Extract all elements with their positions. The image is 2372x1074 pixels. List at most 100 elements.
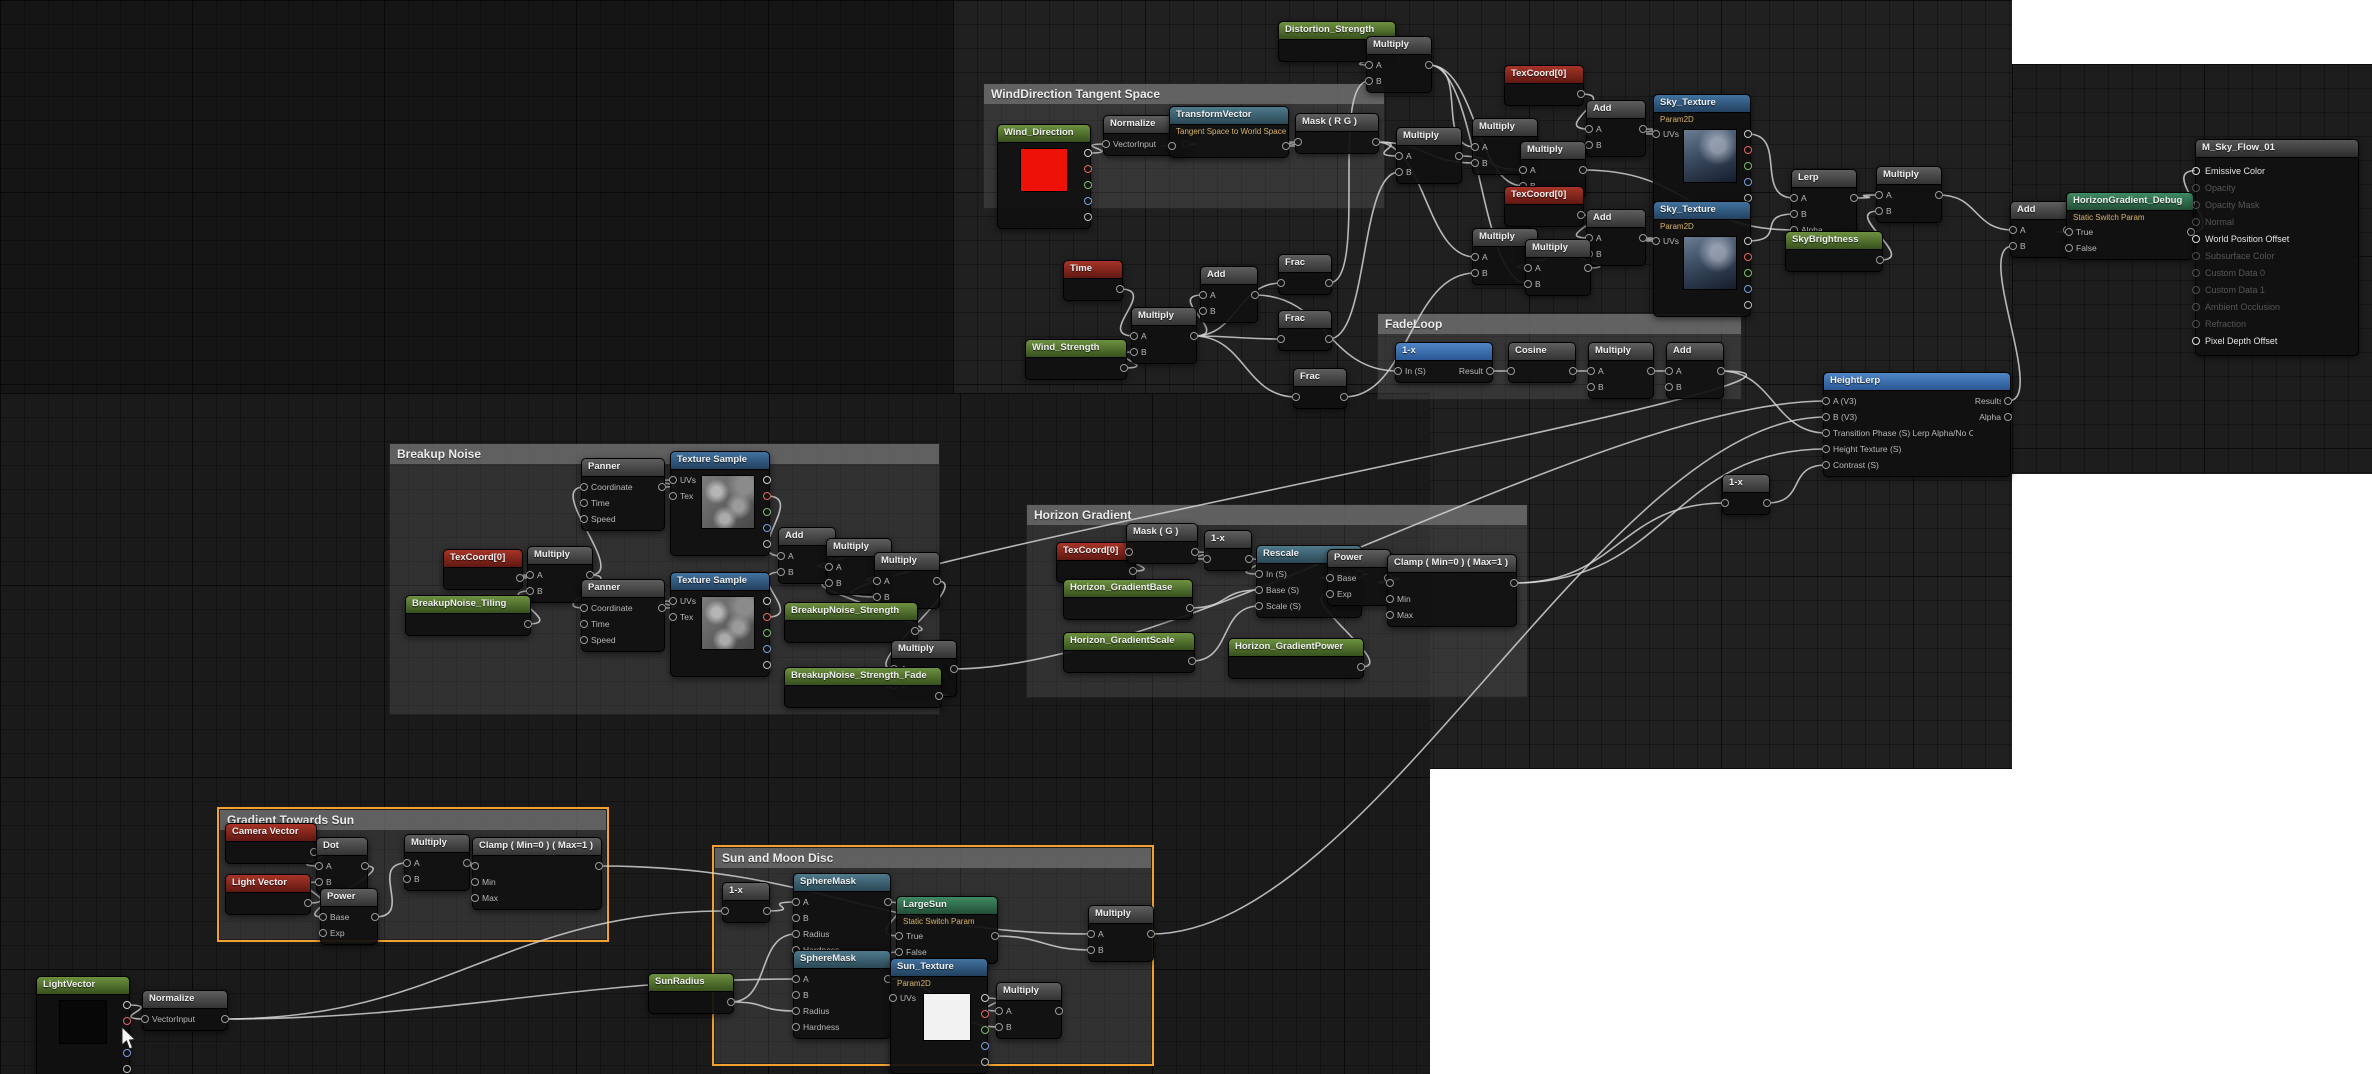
pin-dot[interactable]	[1486, 367, 1494, 375]
result-pin-emissive-color[interactable]: Emissive Color	[2192, 162, 2358, 179]
node-title[interactable]: Multiply	[1089, 906, 1153, 924]
node-wind-strength[interactable]: Wind_Strength	[1025, 339, 1128, 380]
pin-dot[interactable]	[580, 483, 588, 491]
pin-dot[interactable]	[763, 629, 771, 637]
pin-dot[interactable]	[1277, 279, 1285, 287]
pin-dot[interactable]	[995, 1023, 1003, 1031]
pin-dot[interactable]	[1386, 611, 1394, 619]
pin-dot[interactable]	[895, 932, 903, 940]
node-title[interactable]: Time	[1064, 261, 1122, 279]
min-pin[interactable]: Min	[471, 876, 498, 888]
node-title[interactable]: TransformVector	[1170, 107, 1288, 125]
in-pin[interactable]	[471, 860, 498, 872]
pin-dot[interactable]	[315, 862, 323, 870]
pin-dot[interactable]	[1744, 285, 1752, 293]
out-pin[interactable]	[1247, 289, 1259, 301]
pin-dot[interactable]	[1584, 264, 1592, 272]
pin-dot[interactable]	[1255, 586, 1263, 594]
b-pin[interactable]: B	[1130, 346, 1147, 358]
pin-dot[interactable]	[981, 1042, 989, 1050]
max-pin[interactable]: Max	[1386, 609, 1413, 621]
node-title[interactable]: Lerp	[1792, 170, 1856, 188]
node-cosine[interactable]: Cosine	[1507, 342, 1577, 383]
node-title[interactable]: TexCoord[0]	[1505, 187, 1583, 205]
pin-dot[interactable]	[403, 859, 411, 867]
pin-dot[interactable]	[1084, 165, 1092, 173]
pin-dot[interactable]	[1372, 138, 1380, 146]
in-pin[interactable]	[1386, 577, 1413, 589]
pin-dot[interactable]	[1357, 663, 1365, 671]
pin-dot[interactable]	[2192, 302, 2200, 311]
node-title[interactable]: 1-x	[723, 883, 769, 901]
out-pin[interactable]	[1080, 195, 1092, 207]
out-pin[interactable]	[977, 992, 989, 1004]
out-pin[interactable]	[759, 522, 771, 534]
pin-dot[interactable]	[304, 899, 312, 907]
pin-dot[interactable]	[763, 540, 771, 548]
pin-dot[interactable]	[1203, 555, 1211, 563]
pin-dot[interactable]	[471, 862, 479, 870]
pin-dot[interactable]	[1147, 930, 1155, 938]
in-pin[interactable]	[721, 905, 733, 917]
pin-dot[interactable]	[1652, 130, 1660, 138]
node-title[interactable]: M_Sky_Flow_01	[2196, 140, 2358, 158]
true-pin[interactable]: True	[2065, 226, 2097, 238]
in-s-pin[interactable]: In (S)	[1394, 365, 1426, 377]
b-pin[interactable]: B	[1365, 75, 1382, 87]
pin-dot[interactable]	[580, 604, 588, 612]
pin-dot[interactable]	[873, 593, 881, 601]
a-pin[interactable]: A	[2009, 224, 2026, 236]
node-title[interactable]: Multiply	[1367, 37, 1431, 55]
out-pin[interactable]	[977, 1024, 989, 1036]
pin-dot[interactable]	[1510, 579, 1518, 587]
pin-dot[interactable]	[1935, 191, 1943, 199]
pin-dot[interactable]	[995, 1007, 1003, 1015]
pin-dot[interactable]	[1744, 269, 1752, 277]
pin-dot[interactable]	[1665, 383, 1673, 391]
out-pin[interactable]	[1184, 655, 1196, 667]
out-pin[interactable]	[1336, 391, 1348, 403]
node-texcoord-0[interactable]: TexCoord[0]	[1504, 186, 1585, 227]
out-pin[interactable]	[1187, 546, 1199, 558]
pin-dot[interactable]	[873, 577, 881, 585]
pin-dot[interactable]	[727, 998, 735, 1006]
node-1-x[interactable]: 1-x	[721, 882, 771, 923]
out-pin[interactable]	[977, 1008, 989, 1020]
b-pin[interactable]: B	[777, 566, 794, 578]
b-pin[interactable]: B	[1790, 208, 1823, 220]
out-pin[interactable]	[520, 618, 532, 630]
pin-dot[interactable]	[1365, 61, 1373, 69]
node-title[interactable]: Add	[1587, 210, 1645, 228]
node-frac[interactable]: Frac	[1292, 368, 1348, 409]
node-title[interactable]: Multiply	[892, 641, 956, 659]
base-pin[interactable]: Base	[1326, 572, 1356, 584]
coordinate-pin[interactable]: Coordinate	[580, 481, 633, 493]
pin-dot[interactable]	[763, 613, 771, 621]
a-pin[interactable]: A	[1519, 164, 1536, 176]
out-pin[interactable]	[1080, 179, 1092, 191]
pin-dot[interactable]	[2192, 268, 2200, 277]
node-title[interactable]: TexCoord[0]	[1505, 66, 1583, 84]
pin-dot[interactable]	[2009, 242, 2017, 250]
node-title[interactable]: Frac	[1294, 369, 1346, 387]
pin-dot[interactable]	[1455, 152, 1463, 160]
pin-dot[interactable]	[1102, 140, 1110, 148]
pin-dot[interactable]	[2192, 217, 2200, 226]
a-pin[interactable]: A	[1199, 289, 1216, 301]
pin-dot[interactable]	[763, 508, 771, 516]
node-title[interactable]: HeightLerp	[1824, 373, 2010, 391]
pin-dot[interactable]	[763, 661, 771, 669]
node-title[interactable]: Sun_Texture	[891, 959, 987, 977]
pin-dot[interactable]	[371, 913, 379, 921]
pin-dot[interactable]	[669, 613, 677, 621]
b-pin[interactable]: B	[1587, 381, 1604, 393]
pin-dot[interactable]	[1721, 499, 1729, 507]
a-pin[interactable]: A	[1130, 330, 1147, 342]
pin-dot[interactable]	[1245, 555, 1253, 563]
